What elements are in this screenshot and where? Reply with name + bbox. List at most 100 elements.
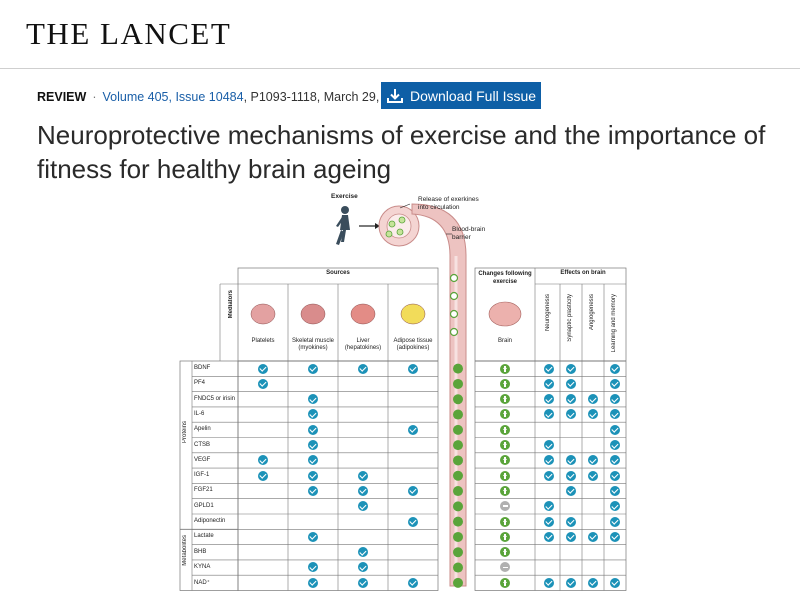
exerkine-bubble (388, 220, 396, 228)
effect-check-icon (566, 455, 576, 466)
source-check-icon (358, 562, 368, 573)
effect-check-icon (566, 363, 576, 374)
sources-header: Sources (326, 270, 350, 276)
effect-check-icon (610, 394, 620, 405)
effect-check-icon (566, 531, 576, 542)
article-type: REVIEW (37, 90, 87, 104)
download-button-label: Download Full Issue (409, 87, 537, 104)
exerkine-up-marker (453, 562, 463, 573)
source-check-icon (308, 363, 318, 374)
increase-arrow-icon (500, 378, 510, 389)
source-check-icon (408, 577, 418, 588)
exerkine-up-marker (453, 409, 463, 420)
effect-check-icon (588, 455, 598, 466)
increase-arrow-icon (500, 516, 510, 527)
release-label: Release of exerkines into circulation (418, 196, 479, 211)
mediator-row-label: Adiponectin (194, 518, 226, 524)
volume-issue-link[interactable]: Volume 405, Issue 10484 (102, 90, 244, 104)
source-check-icon (258, 363, 268, 374)
mediator-row-label: FNDC5 or irisin (194, 395, 236, 402)
exerkine-up-marker (453, 577, 463, 588)
mediator-row-label: Lactate (194, 533, 214, 540)
exerkine-bubble (398, 216, 406, 224)
exerkine-up-marker (453, 440, 463, 451)
source-check-icon (308, 531, 318, 542)
source-check-icon (308, 470, 318, 481)
exerkine-up-marker (453, 363, 463, 374)
effect-check-icon (610, 501, 620, 512)
exerkine-bubble (385, 230, 393, 238)
figure-tables (179, 216, 627, 591)
increase-arrow-icon (500, 470, 510, 481)
exerkine-bubble (449, 309, 459, 319)
effect-check-icon (610, 516, 620, 527)
pages-date: , P1093-1118, March 29, 2025 (243, 90, 411, 104)
exerkine-up-marker (453, 424, 463, 435)
effect-check-icon (588, 409, 598, 420)
mediator-row-label: IL-6 (194, 410, 205, 417)
exerkine-up-marker (453, 394, 463, 405)
effect-check-icon (544, 455, 554, 466)
changes-header: Changes following exercise (478, 271, 532, 285)
effect-check-icon (544, 516, 554, 527)
effect-check-icon (566, 409, 576, 420)
effect-check-icon (610, 485, 620, 496)
exerkine-bubble (396, 228, 404, 236)
mediator-row-label: BDNF (194, 365, 211, 371)
mediator-row-label: KYNA (194, 563, 211, 570)
effect-column-header: Angiogenesis (589, 294, 595, 331)
source-check-icon (258, 470, 268, 481)
effect-check-icon (588, 470, 598, 481)
brain-column-header: Brain (497, 338, 512, 344)
effect-check-icon (610, 470, 620, 481)
liver-icon (350, 303, 376, 325)
exerkine-up-marker (453, 378, 463, 389)
exerkine-bubble (449, 291, 459, 301)
lancet-logo[interactable]: THE LANCET (26, 16, 232, 51)
source-check-icon (358, 501, 368, 512)
article-title: Neuroprotective mechanisms of exercise a… (37, 120, 766, 184)
effect-check-icon (544, 409, 554, 420)
bbb-label: Blood-brain barrier (452, 226, 486, 241)
increase-arrow-icon (500, 440, 510, 450)
source-column-header: Liver (hepatokines) (344, 338, 382, 351)
source-check-icon (308, 409, 318, 420)
effect-check-icon (610, 577, 620, 588)
source-column-header: Skeletal muscle (myokines) (291, 338, 335, 351)
mediator-row-label: PF4 (194, 380, 206, 387)
effect-check-icon (544, 378, 554, 389)
effect-check-icon (610, 531, 620, 542)
exercise-label: Exercise (331, 193, 358, 200)
source-check-icon (308, 485, 318, 496)
source-check-icon (358, 547, 368, 558)
effect-check-icon (588, 394, 598, 405)
article-figure[interactable]: Exercise Release of exerkines into circu… (160, 186, 640, 600)
effect-check-icon (544, 501, 554, 512)
mediators-label: Mediators (228, 290, 234, 319)
increase-arrow-icon (500, 455, 510, 466)
effect-check-icon (544, 363, 554, 374)
effect-check-icon (610, 440, 620, 450)
adipose-tissue-icon (400, 303, 426, 325)
increase-arrow-icon (500, 424, 510, 435)
source-check-icon (308, 424, 318, 435)
download-full-issue-button[interactable]: Download Full Issue (381, 82, 541, 109)
mediator-row-label: FGF21 (194, 487, 213, 494)
effect-column-header: Learning and memory (611, 294, 617, 353)
effect-check-icon (610, 378, 620, 389)
skeletal-muscle-icon (300, 303, 326, 325)
increase-arrow-icon (500, 547, 510, 558)
mediator-row-label: Apelin (194, 426, 211, 433)
source-check-icon (358, 485, 368, 496)
exerkine-up-marker (453, 455, 463, 466)
exerkine-up-marker (453, 531, 463, 542)
increase-arrow-icon (500, 577, 510, 588)
effects-header: Effects on brain (560, 270, 606, 276)
exercise-person-icon (336, 206, 350, 245)
download-icon (386, 88, 403, 103)
effect-check-icon (566, 485, 576, 496)
mediator-row-label: CTSB (194, 441, 211, 448)
effect-check-icon (588, 577, 598, 588)
effect-check-icon (588, 531, 598, 542)
exerkine-up-marker (453, 516, 463, 527)
